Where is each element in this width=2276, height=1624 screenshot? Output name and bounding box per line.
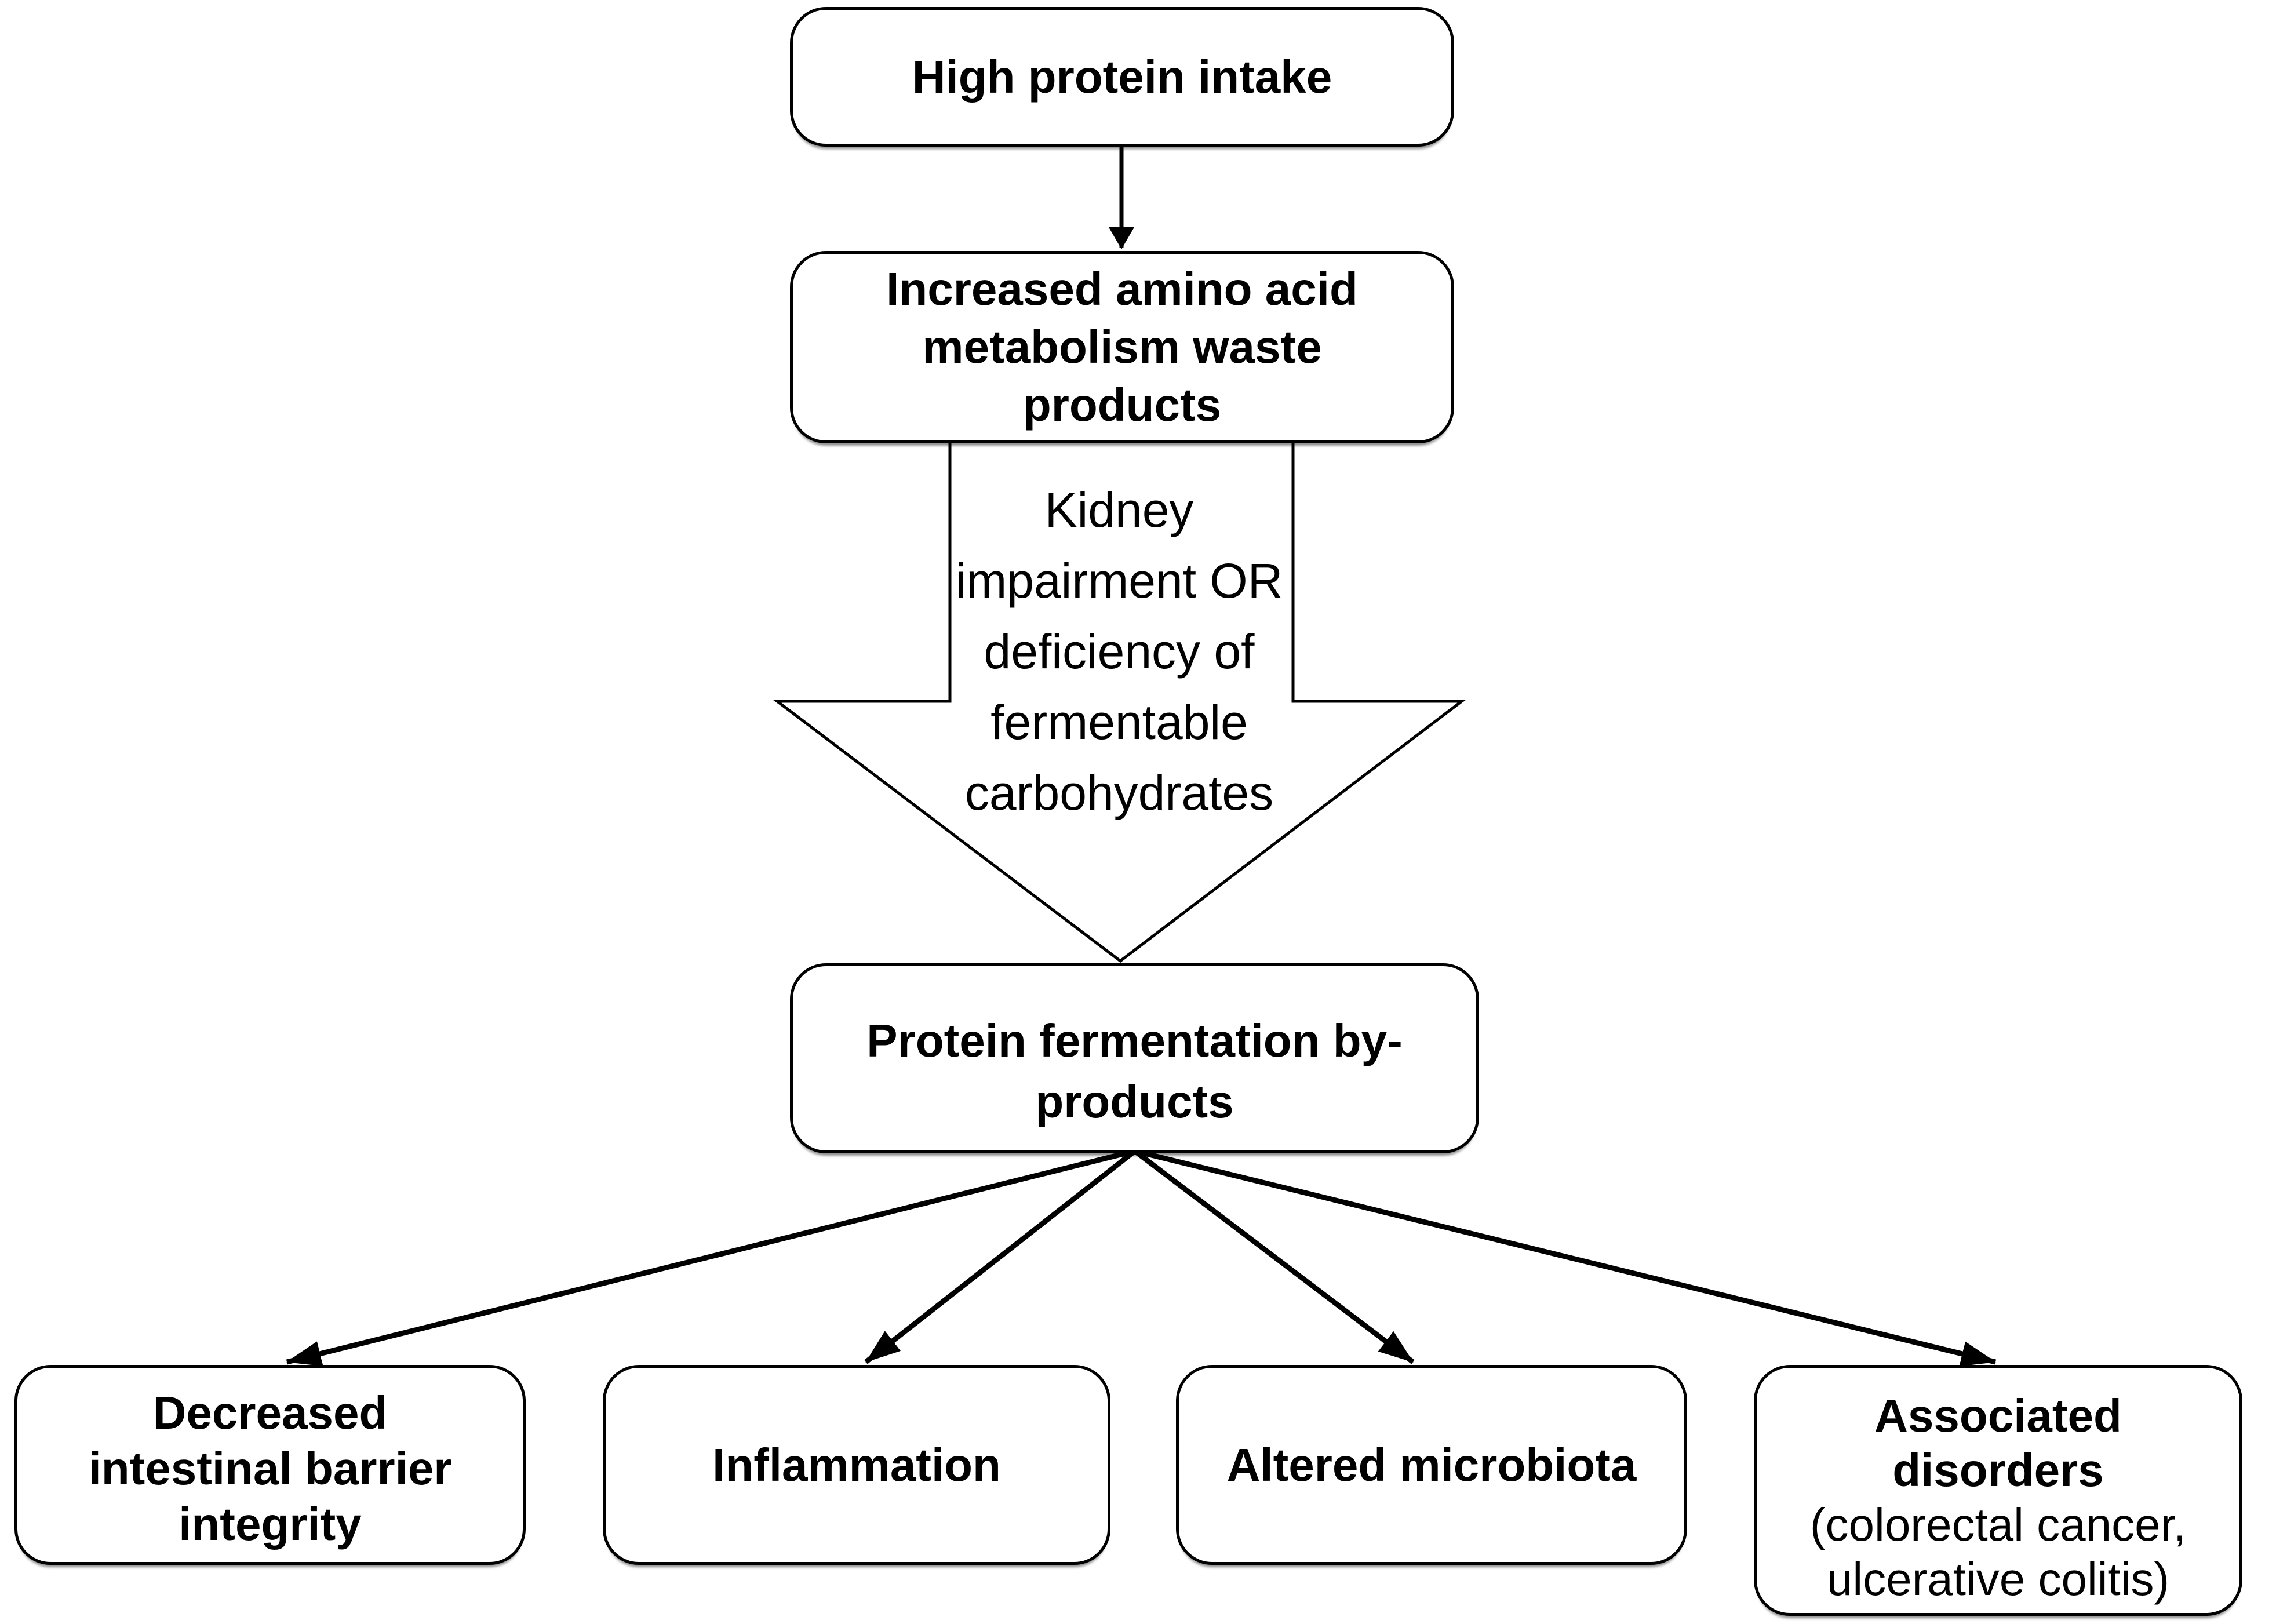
arrow-to-inflammation: [864, 1149, 1137, 1364]
node-high-protein-intake: High protein intake: [790, 7, 1454, 147]
node-amino-acid-waste: Increased amino acid metabolism waste pr…: [790, 251, 1454, 443]
node-high-protein-intake-label: High protein intake: [912, 50, 1332, 103]
node-inflammation: Inflammation: [603, 1365, 1110, 1565]
block-down-arrow-shape: [773, 440, 1466, 963]
node-amino-acid-waste-label: Increased amino acid metabolism waste pr…: [886, 263, 1358, 431]
node-decreased-barrier: Decreased intestinal barrier integrity: [14, 1365, 526, 1565]
block-arrow-label: Kidney impairment OR deficiency of ferme…: [955, 483, 1283, 820]
node-inflammation-label: Inflammation: [712, 1439, 1001, 1491]
node-associated-disorders-detail: (colorectal cancer, ulcerative colitis): [1809, 1498, 2187, 1605]
node-protein-fermentation-label: Protein fermentation by- products: [866, 1015, 1403, 1127]
arrow-to-disorders: [1134, 1148, 1997, 1367]
arrow-to-barrier: [286, 1148, 1136, 1367]
node-protein-fermentation: Protein fermentation by- products: [790, 963, 1479, 1153]
node-associated-disorders-label: Associated disorders: [1874, 1389, 2122, 1496]
node-decreased-barrier-label: Decreased intestinal barrier integrity: [88, 1386, 452, 1550]
node-altered-microbiota-label: Altered microbiota: [1226, 1439, 1637, 1491]
arrow-to-microbiota: [1133, 1149, 1415, 1364]
node-associated-disorders: Associated disorders (colorectal cancer,…: [1754, 1365, 2242, 1616]
node-altered-microbiota: Altered microbiota: [1176, 1365, 1687, 1565]
